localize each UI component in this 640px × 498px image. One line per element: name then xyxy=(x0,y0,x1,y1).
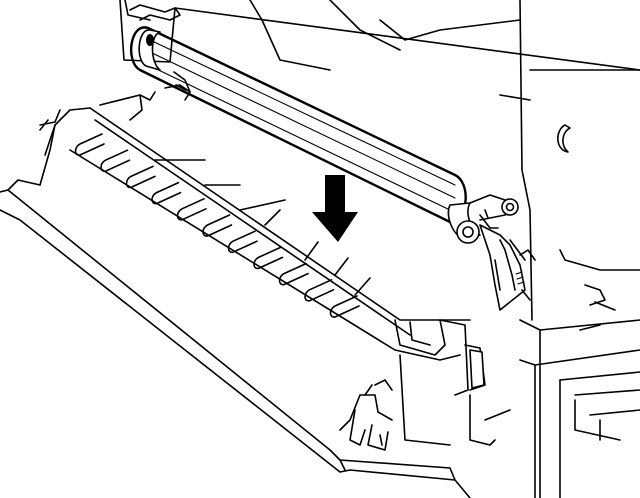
tray-fin xyxy=(176,198,207,221)
roller-end-bearing xyxy=(501,198,519,216)
tray-fin xyxy=(227,230,258,254)
fuser-roller xyxy=(124,0,519,244)
spring-clamp xyxy=(479,224,536,311)
tray-fins xyxy=(74,133,360,318)
roller-left-cap xyxy=(138,29,161,71)
tray-fin xyxy=(304,279,335,302)
panel-hole xyxy=(557,124,571,153)
tray-fin xyxy=(253,246,284,270)
tray-latch xyxy=(469,349,485,389)
printer-housing xyxy=(119,0,640,498)
tray-fin xyxy=(100,149,131,173)
tray-fin xyxy=(74,133,105,156)
tray-fin xyxy=(151,181,182,205)
tray-fin xyxy=(329,295,360,318)
tray-fin xyxy=(125,165,156,189)
arrow-down-icon xyxy=(312,175,358,242)
roller-gear xyxy=(456,220,480,244)
tray-fin xyxy=(278,262,309,286)
guide-ribs xyxy=(154,159,371,296)
open-tray xyxy=(0,84,511,498)
tray-fin xyxy=(202,214,233,237)
